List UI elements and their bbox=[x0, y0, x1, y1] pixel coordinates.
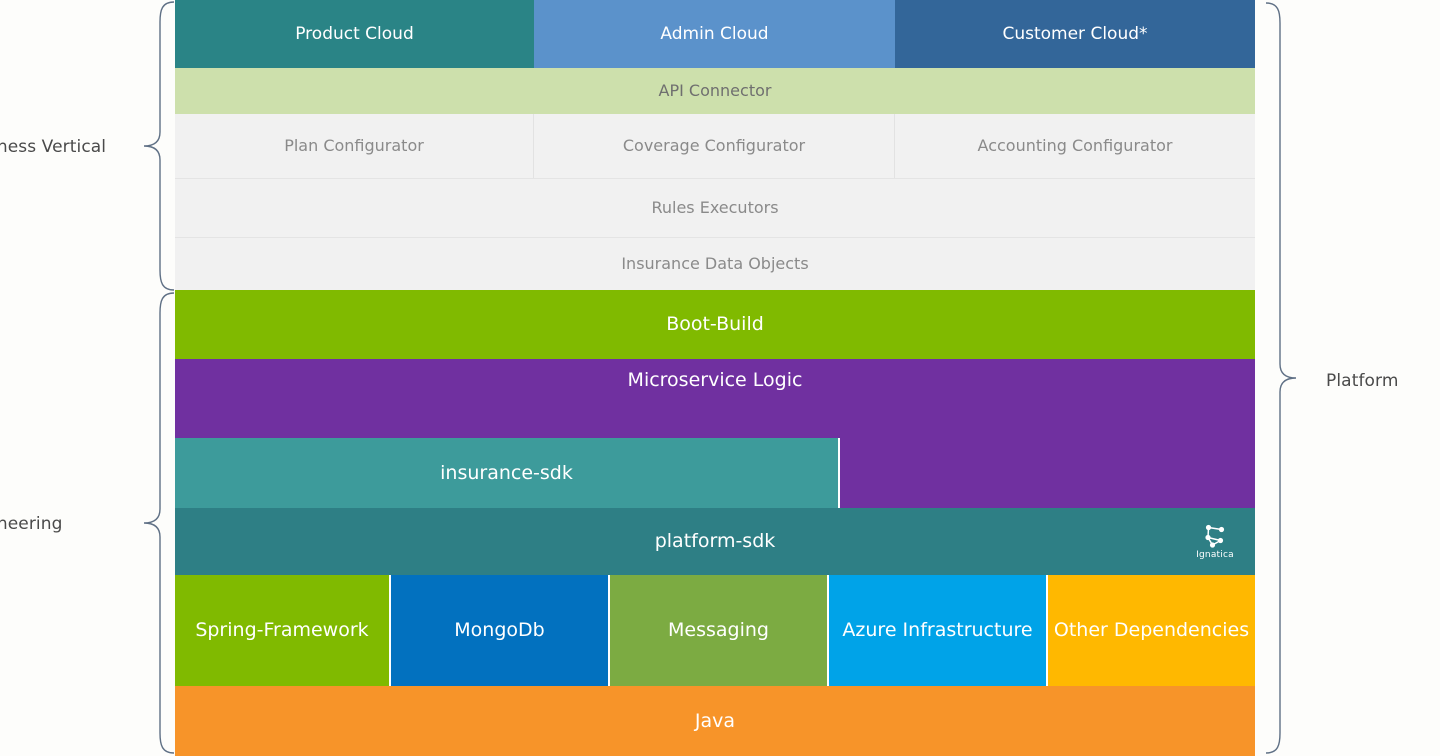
box-platform-sdk-label: platform-sdk bbox=[654, 530, 776, 553]
row-dependencies: Spring-Framework MongoDb Messaging Azure… bbox=[175, 575, 1255, 686]
box-messaging[interactable]: Messaging bbox=[610, 575, 829, 686]
brace-engineering bbox=[143, 292, 175, 754]
box-insurance-sdk-label: insurance-sdk bbox=[440, 462, 573, 484]
row-configurators: Plan Configurator Coverage Configurator … bbox=[175, 114, 1255, 178]
box-java-label: Java bbox=[694, 709, 736, 732]
group-label-platform: Platform bbox=[1326, 371, 1399, 391]
row-clouds: Product Cloud Admin Cloud Customer Cloud… bbox=[175, 0, 1255, 68]
row-rules-executors: Rules Executors bbox=[175, 178, 1255, 237]
box-customer-cloud[interactable]: Customer Cloud* bbox=[895, 0, 1255, 68]
box-boot-build[interactable]: Boot-Build bbox=[175, 290, 1255, 359]
box-admin-cloud[interactable]: Admin Cloud bbox=[534, 0, 895, 68]
ignatica-logo-icon: Ignatica bbox=[1189, 517, 1241, 567]
row-api-connector: API Connector bbox=[175, 68, 1255, 114]
box-java[interactable]: Java bbox=[175, 686, 1255, 756]
box-messaging-label: Messaging bbox=[668, 619, 769, 642]
box-accounting-configurator-label: Accounting Configurator bbox=[977, 135, 1173, 155]
box-api-connector-label: API Connector bbox=[658, 80, 772, 100]
box-rules-executors[interactable]: Rules Executors bbox=[175, 178, 1255, 237]
box-microservice-logic-label: Microservice Logic bbox=[627, 369, 803, 391]
row-java: Java bbox=[175, 686, 1255, 756]
row-platform-sdk: platform-sdk bbox=[175, 508, 1255, 575]
group-label-engineering: ineering bbox=[0, 514, 63, 534]
box-insurance-data-objects[interactable]: Insurance Data Objects bbox=[175, 237, 1255, 290]
row-insurance-data-objects: Insurance Data Objects bbox=[175, 237, 1255, 290]
box-other-dependencies-label: Other Dependencies bbox=[1053, 619, 1250, 642]
box-plan-configurator[interactable]: Plan Configurator bbox=[175, 114, 534, 178]
box-azure-infrastructure[interactable]: Azure Infrastructure bbox=[829, 575, 1048, 686]
box-spring-framework[interactable]: Spring-Framework bbox=[175, 575, 391, 686]
box-mongodb-label: MongoDb bbox=[454, 619, 545, 642]
box-coverage-configurator-label: Coverage Configurator bbox=[622, 135, 806, 155]
box-api-connector[interactable]: API Connector bbox=[175, 68, 1255, 114]
box-mongodb[interactable]: MongoDb bbox=[391, 575, 610, 686]
ignatica-wordmark: Ignatica bbox=[1196, 550, 1234, 561]
box-customer-cloud-label: Customer Cloud* bbox=[1002, 23, 1148, 44]
box-boot-build-label: Boot-Build bbox=[666, 313, 764, 336]
brace-business-vertical bbox=[143, 1, 175, 291]
box-accounting-configurator[interactable]: Accounting Configurator bbox=[895, 114, 1255, 178]
box-product-cloud[interactable]: Product Cloud bbox=[175, 0, 534, 68]
box-azure-infrastructure-label: Azure Infrastructure bbox=[842, 619, 1033, 642]
box-platform-sdk[interactable]: platform-sdk bbox=[175, 508, 1255, 575]
box-insurance-data-objects-label: Insurance Data Objects bbox=[621, 253, 809, 273]
box-insurance-sdk[interactable]: insurance-sdk bbox=[175, 438, 840, 508]
box-spring-framework-label: Spring-Framework bbox=[195, 619, 369, 642]
group-label-business-vertical: iness Vertical bbox=[0, 137, 107, 157]
diagram-body: Product Cloud Admin Cloud Customer Cloud… bbox=[175, 0, 1255, 756]
box-admin-cloud-label: Admin Cloud bbox=[660, 23, 769, 44]
box-product-cloud-label: Product Cloud bbox=[295, 23, 414, 44]
box-other-dependencies[interactable]: Other Dependencies bbox=[1048, 575, 1255, 686]
brace-platform bbox=[1265, 2, 1297, 754]
box-rules-executors-label: Rules Executors bbox=[651, 197, 779, 217]
box-plan-configurator-label: Plan Configurator bbox=[284, 135, 424, 155]
row-boot-build: Boot-Build bbox=[175, 290, 1255, 359]
box-coverage-configurator[interactable]: Coverage Configurator bbox=[534, 114, 895, 178]
